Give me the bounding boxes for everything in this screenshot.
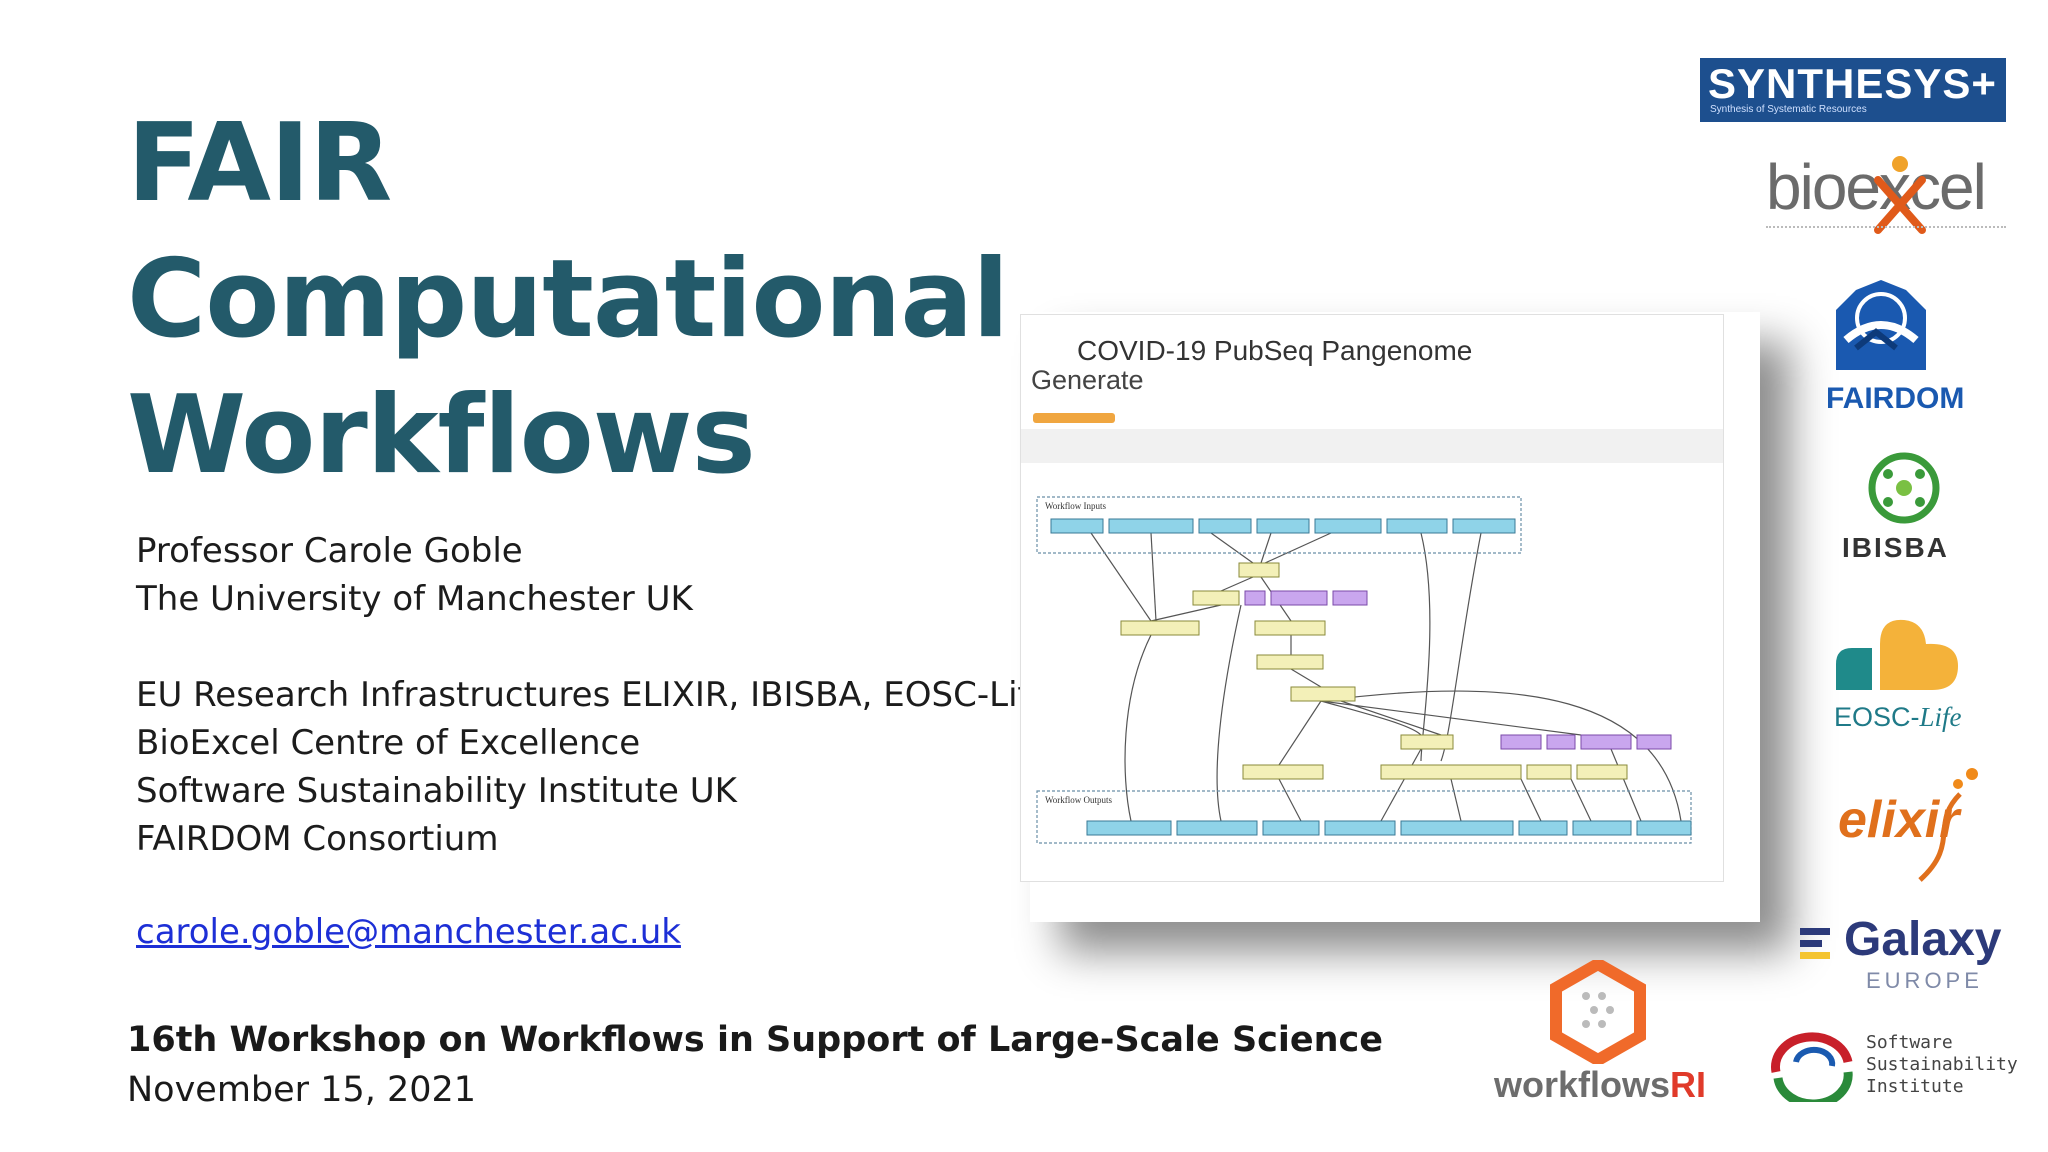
galaxy-europe-subtitle: EUROPE bbox=[1866, 968, 1983, 993]
workflow-outputs-box bbox=[1036, 790, 1692, 844]
eosc-logo-main: EOSC- bbox=[1834, 702, 1920, 732]
workflow-status-badge bbox=[1033, 413, 1115, 423]
galaxy-bars-icon bbox=[1800, 928, 1830, 959]
eosc-life-cloud-icon bbox=[1836, 619, 1958, 690]
bioexcel-logo: bioexcel bbox=[1766, 151, 1987, 223]
ssi-logo: Software Sustainability Institute bbox=[1866, 1032, 2018, 1097]
author-affiliation: The University of Manchester UK bbox=[136, 579, 693, 619]
workflow-param-nodes bbox=[1244, 590, 1672, 750]
galaxy-europe-logo: Galaxy bbox=[1844, 913, 2002, 966]
membership-item: FAIRDOM Consortium bbox=[136, 819, 499, 859]
eosc-life-logo: EOSC-Life bbox=[1834, 702, 1962, 733]
fairdom-logo: FAIRDOM bbox=[1826, 382, 1965, 415]
workflow-title: COVID-19 PubSeq Pangenome bbox=[1077, 335, 1473, 366]
author-block: Professor Carole Goble The University of… bbox=[136, 527, 693, 623]
event-date: November 15, 2021 bbox=[127, 1070, 477, 1110]
membership-item: EU Research Infrastructures ELIXIR, IBIS… bbox=[136, 675, 1051, 715]
elixir-logo: elixir bbox=[1838, 791, 1960, 849]
event-name: 16th Workshop on Workflows in Support of… bbox=[127, 1020, 1384, 1060]
title-line-1: FAIR bbox=[127, 101, 392, 226]
email-link[interactable]: carole.goble@manchester.ac.uk bbox=[136, 912, 681, 952]
bioexcel-tagline bbox=[1766, 226, 2006, 232]
synthesys-logo-text: SYNTHESYS+ bbox=[1708, 60, 1997, 107]
workflowsri-hexagon-icon bbox=[1550, 960, 1646, 1064]
ssi-swirl-icon bbox=[1771, 1032, 1853, 1102]
slide-title: FAIR Computational Workflows bbox=[127, 96, 1009, 504]
eosc-logo-italic: Life bbox=[1919, 702, 1962, 732]
workflow-outputs-label: Workflow Outputs bbox=[1045, 795, 1113, 805]
workflow-graph: Workflow Inputs Workflow Outputs bbox=[1036, 496, 1692, 844]
synthesys-logo-subtitle: Synthesis of Systematic Resources bbox=[1710, 104, 1867, 115]
workflow-inputs-label: Workflow Inputs bbox=[1045, 501, 1107, 511]
title-line-2: Computational bbox=[127, 237, 1009, 362]
ibisba-network-icon bbox=[1868, 452, 1940, 524]
workflow-step-nodes bbox=[1120, 562, 1628, 780]
fairdom-handshake-icon bbox=[1836, 280, 1926, 370]
memberships-block: EU Research Infrastructures ELIXIR, IBIS… bbox=[136, 671, 1050, 863]
workflow-inputs-box bbox=[1036, 496, 1522, 554]
workflow-description-band bbox=[1021, 429, 1723, 463]
workflow-subtitle: Generate bbox=[1031, 365, 1144, 395]
workflow-edges bbox=[1090, 532, 1682, 822]
workflow-input-nodes bbox=[1050, 518, 1516, 534]
membership-item: BioExcel Centre of Excellence bbox=[136, 723, 641, 763]
workflowsri-main: workflows bbox=[1494, 1064, 1671, 1105]
elixir-helix-icon bbox=[1918, 768, 1978, 882]
workflow-output-nodes bbox=[1086, 820, 1692, 836]
bioexcel-figure-icon bbox=[1874, 156, 1926, 234]
author-name: Professor Carole Goble bbox=[136, 531, 523, 571]
ibisba-logo: IBISBA bbox=[1842, 532, 1949, 563]
workflowsri-accent: RI bbox=[1670, 1064, 1707, 1105]
membership-item: Software Sustainability Institute UK bbox=[136, 771, 737, 811]
title-line-3: Workflows bbox=[127, 373, 756, 498]
synthesys-logo: SYNTHESYS+ Synthesis of Systematic Resou… bbox=[1700, 58, 2006, 122]
workflowsri-logo: workflowsRI bbox=[1494, 1064, 1706, 1106]
workflow-diagram-image: COVID-19 PubSeq Pangenome Generate Workf… bbox=[1020, 314, 1724, 882]
